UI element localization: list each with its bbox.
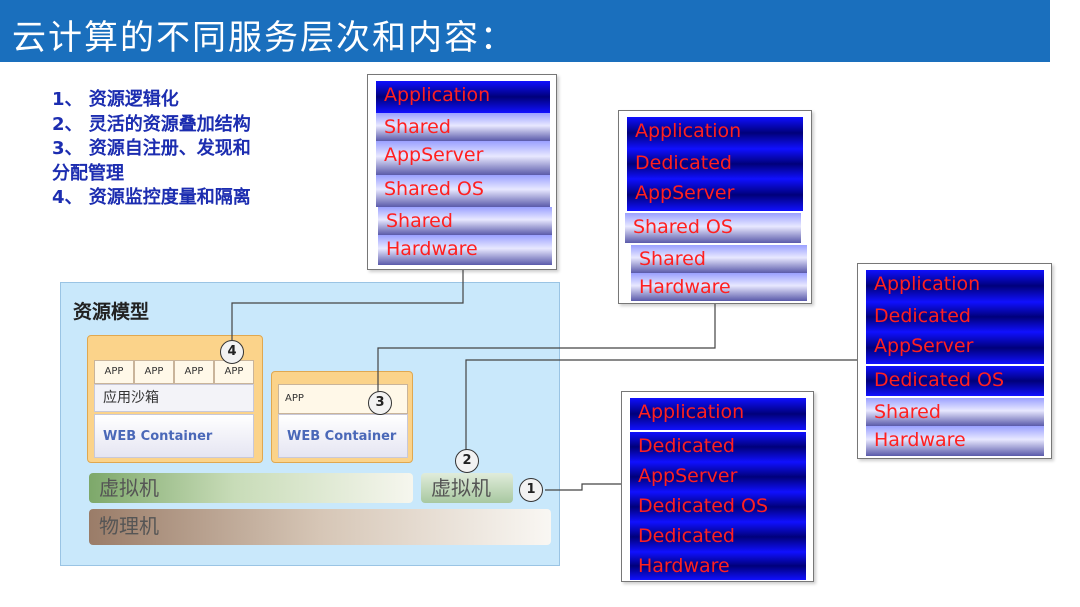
badge-4: 4: [220, 340, 244, 364]
layer-os: Shared OS: [376, 175, 550, 207]
feature-list: 1、 资源逻辑化 2、 灵活的资源叠加结构 3、 资源自注册、发现和 分配管理 …: [52, 88, 352, 211]
resource-model-title: 资源模型: [73, 301, 150, 323]
layer-os: Shared OS: [625, 213, 801, 243]
app-cell: APP: [214, 360, 254, 384]
layer-application: Application: [376, 81, 550, 113]
feature-item: 1、 资源逻辑化: [52, 89, 179, 110]
resource-model-panel: 资源模型 APP APP APP APP 应用沙箱 WEB Container …: [60, 282, 560, 566]
stack-dedicated-appserver: Application Dedicated AppServer Shared O…: [618, 110, 812, 304]
layer-hardware-line1: Dedicated: [630, 522, 806, 552]
connector-line-4: [231, 270, 464, 340]
badge-1: 1: [519, 478, 543, 502]
layer-hardware-line2: Hardware: [866, 426, 1044, 456]
stack-dedicated-os: Application Dedicated AppServer Dedicate…: [857, 263, 1052, 459]
virtual-machine-bar: 虚拟机: [421, 473, 513, 503]
layer-application: Application: [630, 398, 806, 430]
connector-line-1: [545, 483, 621, 491]
layer-appserver-line2: AppServer: [376, 141, 550, 175]
connector-line-3: [377, 304, 716, 392]
layer-hardware-line1: Shared: [378, 207, 552, 235]
app-sandbox-group: APP APP APP APP 应用沙箱 WEB Container: [87, 335, 263, 463]
layer-appserver-line1: Dedicated: [627, 149, 803, 179]
feature-item: 3、 资源自注册、发现和: [52, 138, 251, 159]
app-cell: APP: [174, 360, 214, 384]
app-cell: APP: [134, 360, 174, 384]
feature-item: 4、 资源监控度量和隔离: [52, 187, 251, 208]
layer-hardware-line1: Shared: [631, 245, 807, 273]
web-container-label: WEB Container: [278, 414, 408, 458]
layer-appserver-line2: AppServer: [866, 332, 1044, 364]
stack-shared-appserver: Application Shared AppServer Shared OS S…: [367, 74, 557, 270]
layer-appserver-line2: AppServer: [630, 462, 806, 492]
connector-line-2: [465, 359, 857, 450]
layer-application: Application: [627, 117, 803, 149]
badge-2: 2: [455, 449, 479, 473]
layer-hardware-line1: Shared: [866, 398, 1044, 426]
app-sandbox-label: 应用沙箱: [94, 384, 254, 412]
layer-appserver-line1: Dedicated: [630, 432, 806, 462]
layer-hardware-line2: Hardware: [631, 273, 807, 301]
layer-os: Dedicated OS: [630, 492, 806, 522]
app-cell: APP: [94, 360, 134, 384]
layer-appserver-line1: Shared: [376, 113, 550, 141]
layer-os: Dedicated OS: [866, 366, 1044, 396]
stack-dedicated-hardware: Application Dedicated AppServer Dedicate…: [621, 391, 814, 582]
feature-item: 分配管理: [52, 162, 124, 184]
web-container-label: WEB Container: [94, 414, 254, 458]
title-bar: 云计算的不同服务层次和内容：: [0, 0, 1050, 62]
layer-appserver-line1: Dedicated: [866, 302, 1044, 332]
physical-machine-bar: 物理机: [89, 509, 551, 545]
layer-appserver-line2: AppServer: [627, 179, 803, 211]
layer-hardware-line2: Hardware: [378, 235, 552, 265]
layer-hardware-line2: Hardware: [630, 552, 806, 580]
virtual-machine-bar: 虚拟机: [89, 473, 413, 503]
feature-item: 2、 灵活的资源叠加结构: [52, 113, 251, 135]
layer-application: Application: [866, 270, 1044, 302]
badge-3: 3: [368, 391, 392, 415]
app-container-group: APP WEB Container: [271, 371, 413, 463]
page-title: 云计算的不同服务层次和内容：: [12, 18, 516, 58]
